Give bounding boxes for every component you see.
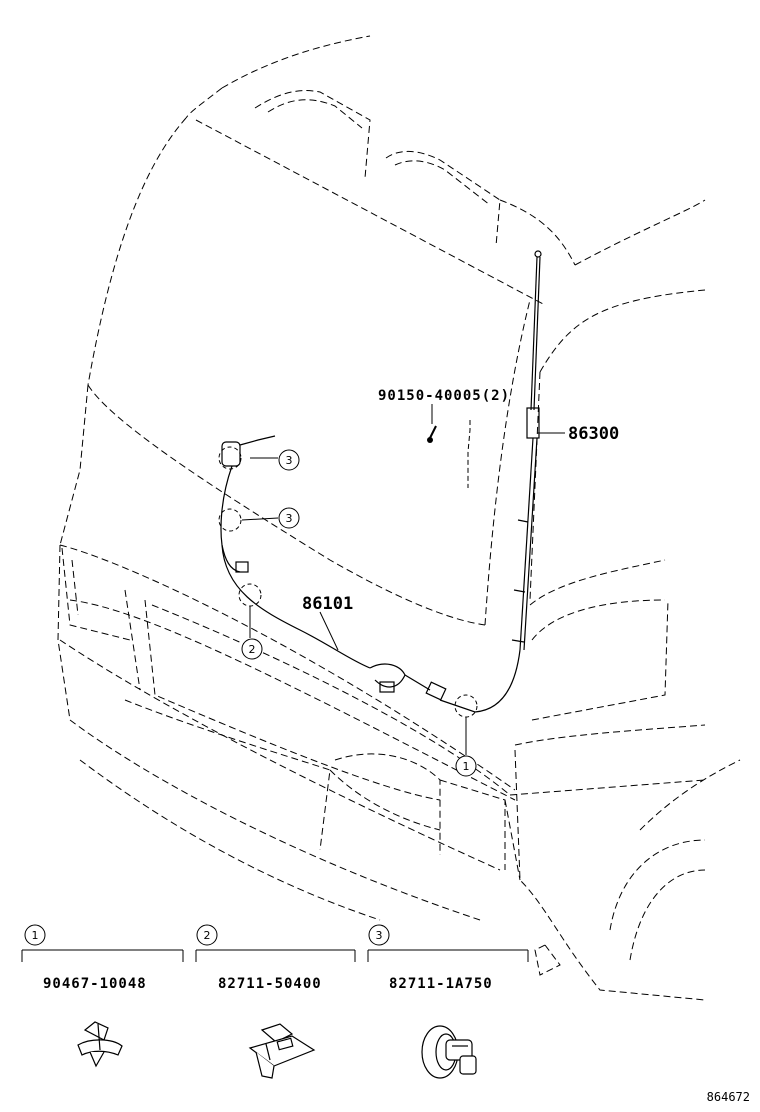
marker-leader-lines [241,457,467,755]
marker-3-middle: 3 [278,507,300,529]
svg-text:3: 3 [286,454,293,467]
clamp-3-icon [421,1025,477,1079]
svg-text:2: 2 [249,643,256,656]
clamp-2-icon [248,1023,316,1079]
marker-3-top: 3 [278,449,300,471]
bolt-part-number: 90150-40005(2) [378,388,510,404]
cord-part-number: 86101 [302,594,353,614]
legend-part-1: 90467-10048 [43,976,147,992]
legend-marker-3: 3 [368,924,390,946]
cord-clip-marker-circles [218,446,478,718]
svg-text:3: 3 [286,512,293,525]
marker-2-cord: 2 [241,638,263,660]
antenna-part-number: 86300 [568,424,619,444]
legend-part-3: 82711-1A750 [389,976,493,992]
svg-text:1: 1 [32,929,39,942]
legend-part-2: 82711-50400 [218,976,322,992]
legend-marker-1: 1 [24,924,46,946]
clamp-1-icon [77,1021,123,1068]
svg-text:2: 2 [204,929,211,942]
svg-text:1: 1 [463,760,470,773]
vehicle-body-outline [57,35,741,1001]
rod-antenna [439,250,542,713]
antenna-cord [220,435,447,701]
legend-dividers [21,949,529,962]
svg-text:3: 3 [376,929,383,942]
marker-1-cord: 1 [455,755,477,777]
bolt-zigzag-leader [467,420,471,488]
legend-marker-2: 2 [196,924,218,946]
figure-code: 864672 [707,1090,750,1104]
bolt-icon [427,425,437,443]
